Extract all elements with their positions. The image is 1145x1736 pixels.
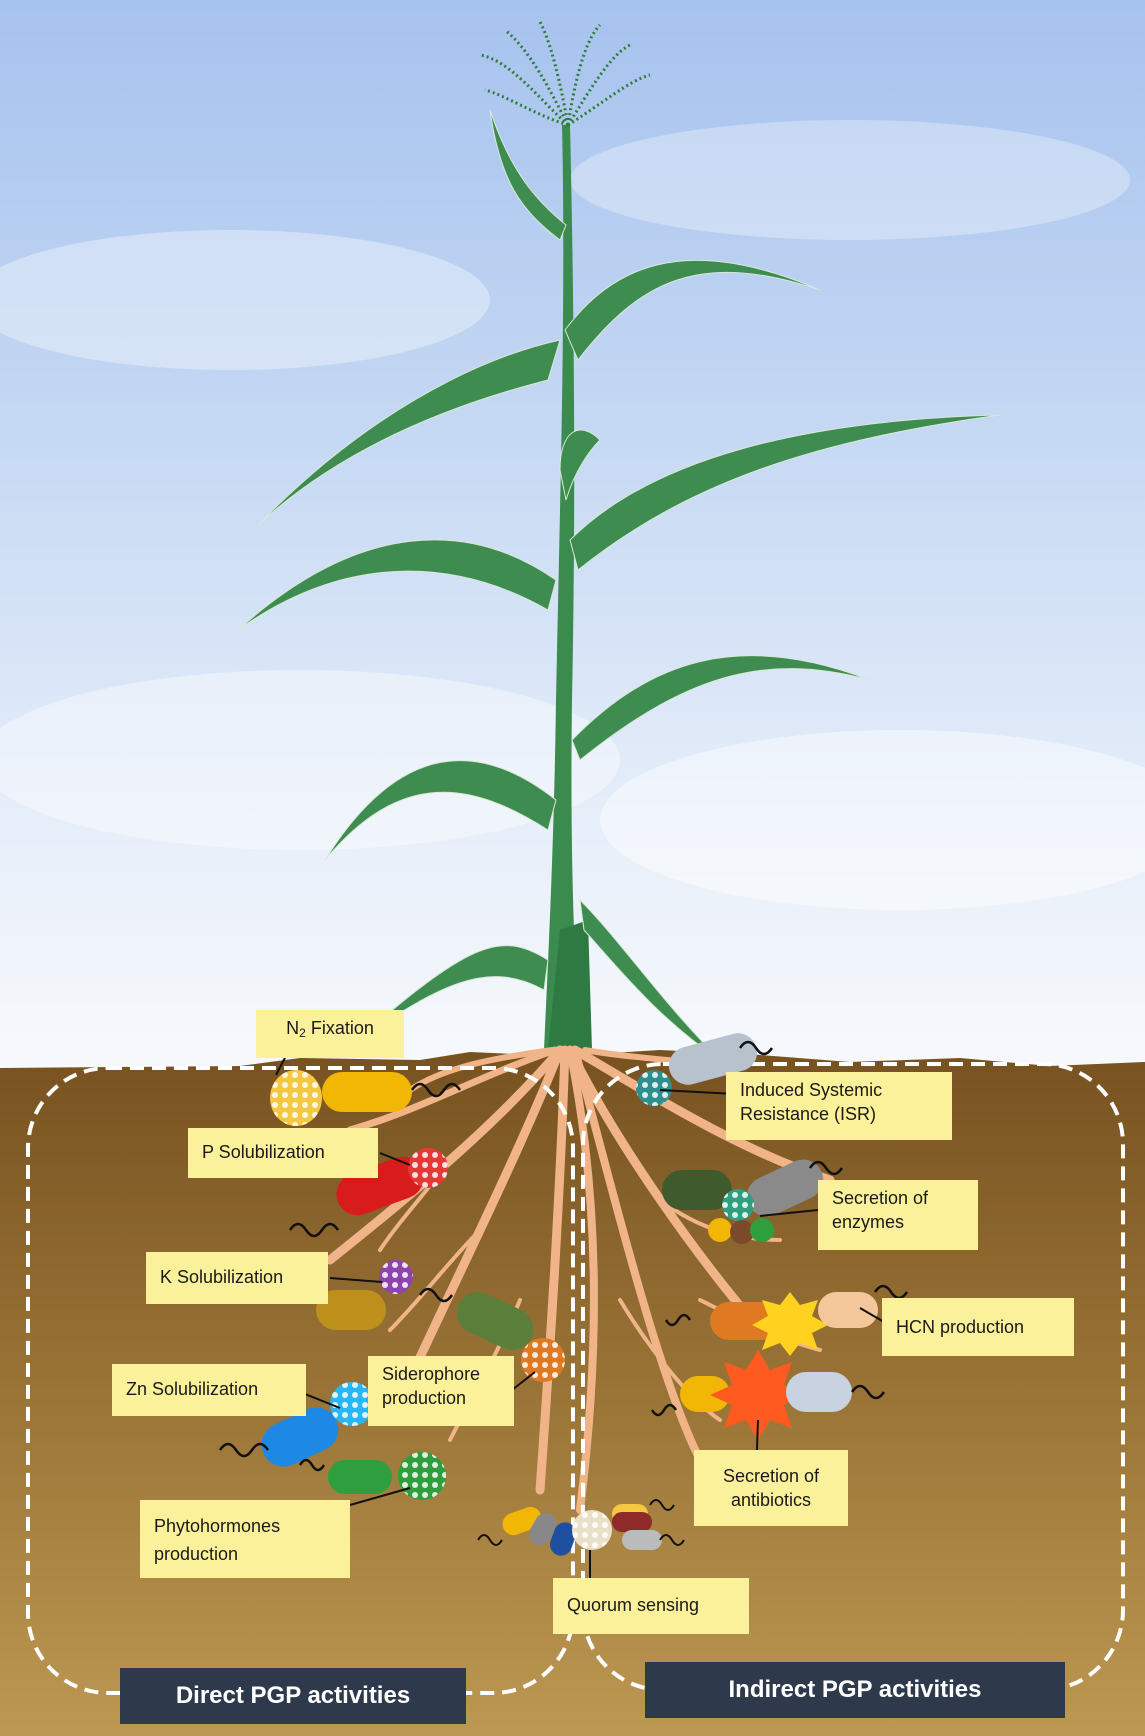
tag-indirect-pgp-activities: Indirect PGP activities bbox=[645, 1662, 1065, 1718]
n2-subscript: 2 bbox=[299, 1026, 306, 1040]
n2-main: N bbox=[286, 1018, 299, 1038]
label-secretion-of-enzymes: Secretion of enzymes bbox=[818, 1180, 978, 1250]
label-induced-systemic-resistance: Induced Systemic Resistance (ISR) bbox=[726, 1072, 952, 1140]
label-phytohormones-production: Phytohormones production bbox=[140, 1500, 350, 1578]
label-siderophore-production: Siderophore production bbox=[368, 1356, 514, 1426]
label-p-solubilization: P Solubilization bbox=[188, 1128, 378, 1178]
label-n2-fixation: N2 Fixation bbox=[256, 1010, 404, 1058]
label-hcn-production: HCN production bbox=[882, 1298, 1074, 1356]
label-k-solubilization: K Solubilization bbox=[146, 1252, 328, 1304]
label-quorum-sensing: Quorum sensing bbox=[553, 1578, 749, 1634]
n2-rest: Fixation bbox=[306, 1018, 374, 1038]
label-secretion-of-antibiotics: Secretion of antibiotics bbox=[694, 1450, 848, 1526]
label-zn-solubilization: Zn Solubilization bbox=[112, 1364, 306, 1416]
tag-direct-pgp-activities: Direct PGP activities bbox=[120, 1668, 466, 1724]
